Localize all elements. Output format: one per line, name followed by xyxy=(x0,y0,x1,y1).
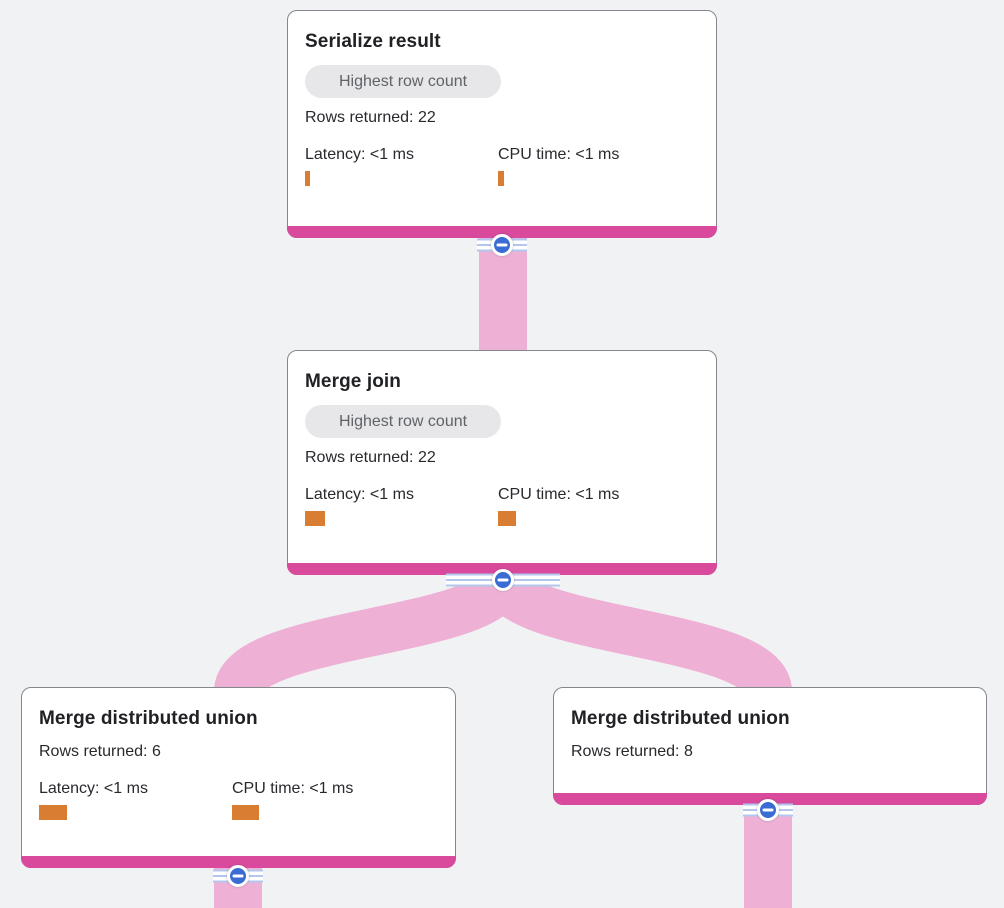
latency-label: Latency: <1 ms xyxy=(305,146,414,163)
connector-merge-join xyxy=(446,567,560,593)
minus-icon xyxy=(497,578,509,582)
rows-returned-text: Rows returned: 6 xyxy=(39,743,161,760)
highest-row-count-badge: Highest row count xyxy=(305,405,502,438)
plan-node-merge-distributed-union-left[interactable]: Merge distributed union Rows returned: 6… xyxy=(21,687,456,868)
latency-metric: Latency: <1 ms xyxy=(39,779,232,820)
rows-returned-text: Rows returned: 8 xyxy=(571,743,693,760)
metrics-row: Latency: <1 ms CPU time: <1 ms xyxy=(305,145,698,186)
flow-edge-right-child xyxy=(744,805,792,908)
cpu-time-metric: CPU time: <1 ms xyxy=(232,779,425,820)
collapse-node-button[interactable] xyxy=(492,569,514,591)
plan-node-merge-join[interactable]: Merge join Highest row count Rows return… xyxy=(287,350,717,575)
latency-metric: Latency: <1 ms xyxy=(305,485,498,526)
collapse-node-button[interactable] xyxy=(227,865,249,887)
highest-row-count-badge: Highest row count xyxy=(305,65,502,98)
cpu-time-bar xyxy=(498,171,504,186)
latency-metric: Latency: <1 ms xyxy=(305,145,498,186)
cpu-time-label: CPU time: <1 ms xyxy=(232,780,354,797)
metrics-row: Latency: <1 ms CPU time: <1 ms xyxy=(39,779,437,820)
cpu-time-metric: CPU time: <1 ms xyxy=(498,485,691,526)
node-accent-bar xyxy=(21,856,456,868)
latency-label: Latency: <1 ms xyxy=(39,780,148,797)
collapse-node-button[interactable] xyxy=(757,799,779,821)
plan-node-merge-distributed-union-right[interactable]: Merge distributed union Rows returned: 8 xyxy=(553,687,987,805)
cpu-time-label: CPU time: <1 ms xyxy=(498,146,620,163)
node-title: Merge distributed union xyxy=(39,708,258,729)
latency-bar xyxy=(305,171,310,186)
node-title: Merge join xyxy=(305,371,402,392)
minus-icon xyxy=(232,874,244,878)
connector-merge-distributed-union-left xyxy=(213,863,263,889)
connector-serialize-result xyxy=(477,232,527,258)
plan-node-serialize-result[interactable]: Serialize result Highest row count Rows … xyxy=(287,10,717,238)
node-title: Serialize result xyxy=(305,31,441,52)
flow-edge-root xyxy=(479,238,527,352)
latency-label: Latency: <1 ms xyxy=(305,486,414,503)
node-title: Merge distributed union xyxy=(571,708,790,729)
node-accent-bar xyxy=(287,226,717,238)
rows-returned-text: Rows returned: 22 xyxy=(305,449,436,466)
cpu-time-bar xyxy=(232,805,259,820)
minus-icon xyxy=(496,243,508,247)
latency-bar xyxy=(305,511,325,526)
latency-bar xyxy=(39,805,67,820)
rows-returned-text: Rows returned: 22 xyxy=(305,109,436,126)
metrics-row: Latency: <1 ms CPU time: <1 ms xyxy=(305,485,698,526)
cpu-time-metric: CPU time: <1 ms xyxy=(498,145,691,186)
minus-icon xyxy=(762,808,774,812)
collapse-node-button[interactable] xyxy=(491,234,513,256)
flow-edge-left xyxy=(214,569,527,698)
connector-merge-distributed-union-right xyxy=(743,797,793,823)
cpu-time-label: CPU time: <1 ms xyxy=(498,486,620,503)
flow-edge-right xyxy=(479,569,792,698)
cpu-time-bar xyxy=(498,511,516,526)
